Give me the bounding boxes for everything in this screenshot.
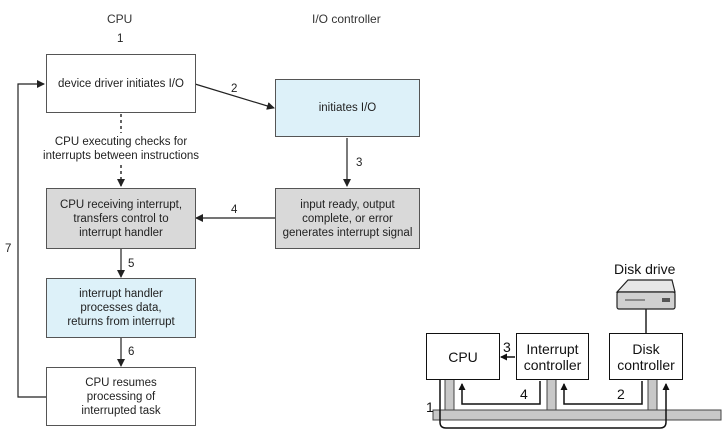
hw-label-1: 1	[426, 399, 434, 415]
path-2	[560, 381, 643, 405]
step-label-2: 2	[231, 83, 238, 95]
hw-label-2: 2	[617, 386, 625, 402]
disk-drive-icon	[615, 279, 676, 310]
system-bus	[432, 409, 722, 421]
step-label-6: 6	[128, 346, 135, 358]
cpu-receiving-interrupt-box: CPU receiving interrupt, transfers contr…	[46, 188, 196, 249]
disk-drive-label: Disk drive	[614, 261, 676, 277]
io-controller-column-header: I/O controller	[312, 12, 381, 26]
bus-stub-cpu	[444, 378, 455, 411]
interrupt-signal-box: input ready, output complete, or error g…	[275, 188, 420, 249]
hw-label-3: 3	[503, 339, 511, 355]
initiates-io-box: initiates I/O	[275, 79, 420, 137]
interrupt-handler-box: interrupt handler processes data, return…	[46, 278, 196, 338]
device-driver-box: device driver initiates I/O	[46, 54, 196, 113]
step-label-5: 5	[128, 258, 135, 270]
cpu-executing-note: CPU executing checks for interrupts betw…	[43, 136, 199, 162]
bus-stub-disk-controller	[647, 378, 658, 411]
path-1	[439, 379, 670, 429]
step-label-7: 7	[5, 243, 12, 255]
hw-disk-controller-box: Disk controller	[609, 333, 683, 380]
step-label-1: 1	[117, 33, 124, 45]
hw-interrupt-controller-box: Interrupt controller	[516, 333, 589, 380]
cpu-column-header: CPU	[107, 12, 133, 26]
step-label-3: 3	[356, 157, 363, 169]
path-4	[458, 381, 541, 405]
arrow-2	[194, 83, 275, 110]
hw-label-4: 4	[520, 386, 528, 402]
step-label-4: 4	[231, 204, 238, 216]
bus-stub-interrupt-controller	[546, 378, 557, 411]
cpu-resumes-box: CPU resumes processing of interrupted ta…	[46, 367, 196, 426]
hw-cpu-box: CPU	[426, 333, 500, 380]
arrow-7-loop	[17, 80, 46, 398]
